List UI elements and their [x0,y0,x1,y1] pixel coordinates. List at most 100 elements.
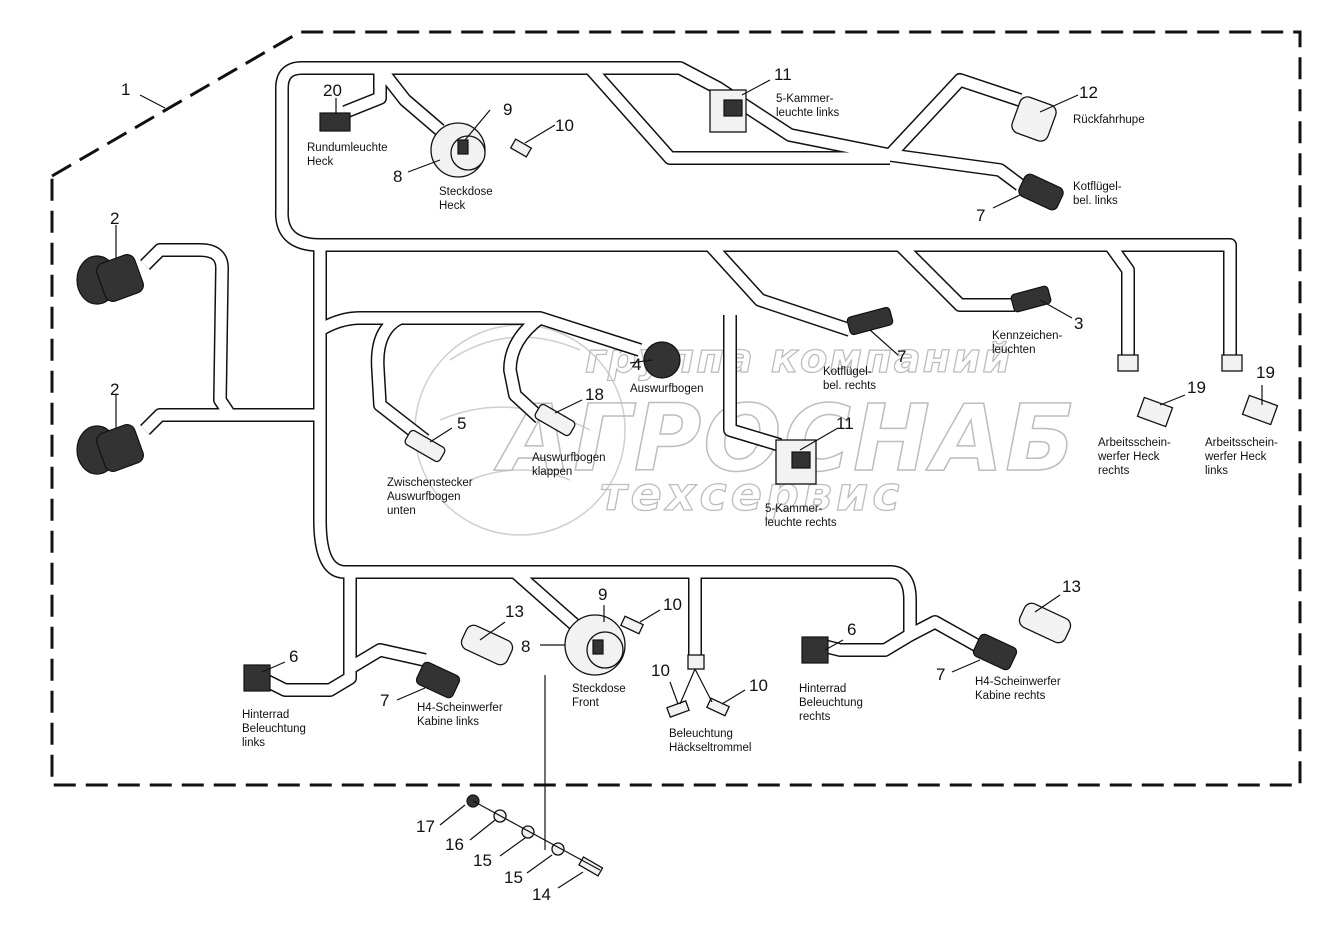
label-beleuchtung-haeckseltrommel: Beleuchtung Häckseltrommel [669,728,751,754]
callout-10: 10 [555,116,574,135]
label-steckdose-heck: Steckdose Heck [439,186,496,212]
callout-7: 7 [936,665,945,684]
callout-13: 13 [505,602,524,621]
five-chamber-lamp-connector-icon [709,89,747,133]
label-5-kammer-rechts: 5-Kammer- leuchte rechts [765,503,837,529]
flat-connector-icon [509,138,533,158]
wire-segment [347,644,427,673]
label-arbeitsscheinwerfer-links: Arbeitsschein- werfer Heck links [1204,437,1281,477]
callout-7: 7 [380,691,389,710]
wire-segment [261,572,357,697]
label-zwischenstecker: Zwischenstecker Auswurfbogen unten [387,477,476,517]
kotfluegel-links-plug-icon [1018,173,1064,211]
kotfluegel-rechts-plug-icon [846,306,894,336]
five-chamber-lamp-connector-icon [775,439,817,485]
auswurfbogen-round-plug-icon [643,341,681,379]
callout-15: 15 [473,851,492,870]
label-hinterrad-links: Hinterrad Beleuchtung links [242,709,309,749]
hinterrad-links-plug-icon [243,664,271,692]
callout-16: 16 [445,835,464,854]
callout-10: 10 [663,595,682,614]
components [76,89,1279,877]
label-kotfluegel-rechts: Kotflügel- bel. rechts [823,366,876,392]
hinterrad-rechts-plug-icon [801,636,829,664]
wire-segment [372,313,429,445]
wire-segment [141,409,230,434]
label-rundumleuchte: Rundumleuchte Heck [307,142,391,168]
reverse-horn-connector-icon [1011,96,1057,142]
label-steckdose-front: Steckdose Front [572,683,629,709]
arbeitsscheinwerfer-rechts-plug-icon [1136,396,1174,428]
h4-links-plug-icon [415,661,461,699]
wire-segment [724,315,782,451]
steckdose-heck-icon [430,122,486,178]
callout-19: 19 [1187,378,1206,397]
arbeitsscheinwerfer-links-plug-icon [1241,394,1279,426]
label-rueckfahrhupe: Rückfahrhupe [1073,114,1145,126]
flat-connector-icon [619,615,645,635]
label-kennzeichenleuchten: Kennzeichen- leuchten [992,330,1066,356]
callout-7: 7 [976,206,985,225]
callout-numbers: 1 2 2 3 4 5 6 6 7 7 7 7 8 8 9 9 10 10 10… [110,65,1275,904]
callout-10: 10 [651,661,670,680]
label-auswurfbogen-klappen: Auswurfbogen klappen [532,452,609,478]
callout-9: 9 [598,585,607,604]
callout-6: 6 [289,647,298,666]
callout-6: 6 [847,620,856,639]
callout-8: 8 [521,637,530,656]
callout-3: 3 [1074,314,1083,333]
callout-2: 2 [110,380,119,399]
harness-wires [140,61,1237,697]
callout-2: 2 [110,209,119,228]
wire-segment [276,62,1024,520]
sleeve-icon [687,654,705,670]
wire-segment [585,64,890,164]
auswurfbogen-klappen-plug-icon [534,403,576,437]
callout-10: 10 [749,676,768,695]
sleeve-icon [1221,354,1243,372]
steckdose-front-icon [564,614,626,676]
callout-1: 1 [121,80,130,99]
h4-rechts-plug-icon [972,633,1018,671]
wire-segment [511,567,579,630]
wire-segment [1105,241,1134,360]
wire-segment [320,239,1236,360]
wire-segment [140,243,320,422]
sleeve-icon [1117,354,1139,372]
rundumleuchte-plug-icon [319,112,351,132]
callout-18: 18 [585,385,604,404]
h4-bulb-socket-icon [1018,602,1072,644]
round-connector-icon [76,254,144,305]
wire-segment [314,519,916,635]
callout-labels: Kennzeichen- leuchten Auswurfbogen Zwisc… [242,93,1281,754]
label-kotfluegel-links: Kotflügel- bel. links [1073,181,1125,207]
wire-segment [504,313,544,423]
callout-13: 13 [1062,577,1081,596]
callout-5: 5 [457,414,466,433]
h4-bulb-socket-icon [460,624,514,666]
wire-segment [375,64,444,135]
zwischenstecker-icon [404,429,446,463]
wire-segment [317,312,642,356]
wire-fill [141,62,1236,696]
wire-segment [342,68,386,118]
callout-11: 11 [836,414,854,433]
wire-segment [262,572,356,696]
callout-9: 9 [503,100,512,119]
wire-segment [885,74,1022,159]
callout-8: 8 [393,167,402,186]
label-h4-kabine-links: H4-Scheinwerfer Kabine links [417,702,506,728]
callout-12: 12 [1079,83,1098,102]
callout-14: 14 [532,885,551,904]
label-auswurfbogen: Auswurfbogen [630,383,704,395]
flat-connector-icon [705,697,731,717]
harness-boundary [50,30,1302,787]
kennzeichen-plug-icon [1010,285,1052,313]
leader-lines [115,79,1263,889]
callout-7: 7 [897,347,906,366]
label-hinterrad-rechts: Hinterrad Beleuchtung rechts [799,683,866,723]
wire-segment [907,616,988,655]
label-h4-kabine-rechts: H4-Scheinwerfer Kabine rechts [975,676,1064,702]
round-connector-icon [76,424,144,475]
